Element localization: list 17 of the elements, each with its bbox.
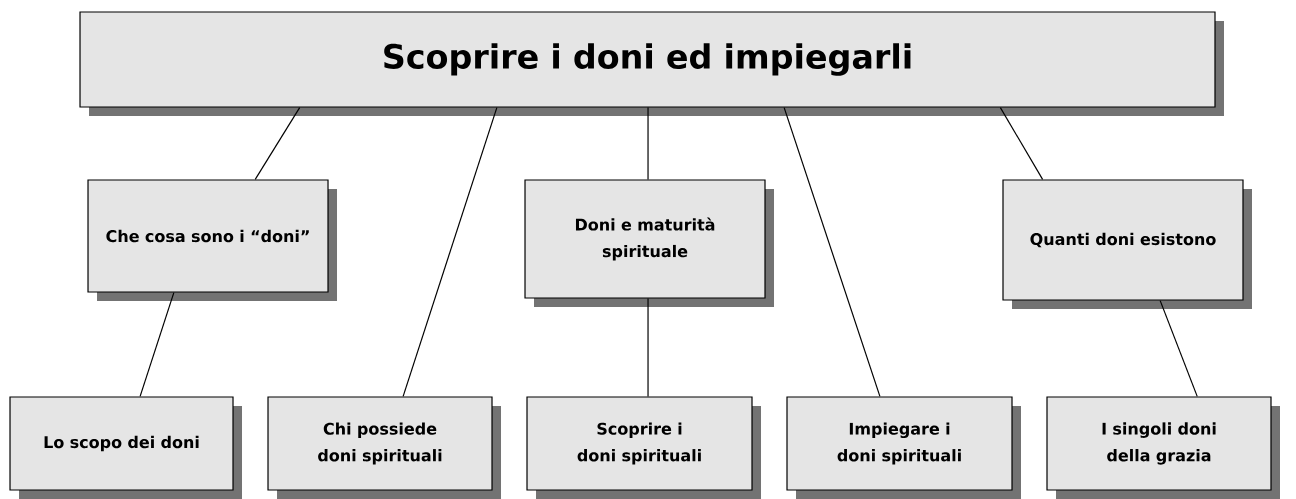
connector-line: [783, 107, 881, 397]
topic-box: Doni e maturità spirituale: [524, 179, 774, 307]
connector-line: [254, 107, 301, 180]
topic-box: Scoprire i doni spirituali: [526, 396, 761, 499]
connector-line: [647, 107, 649, 180]
topic-box: Impiegare i doni spirituali: [786, 396, 1021, 499]
topic-box: Chi possiede doni spirituali: [267, 396, 501, 499]
connector-line: [402, 107, 498, 397]
connector-line: [139, 292, 175, 397]
connector-line: [999, 107, 1044, 180]
topic-box: I singoli doni della grazia: [1046, 396, 1280, 499]
connector-line: [647, 298, 649, 397]
connector-line: [1159, 300, 1198, 397]
topic-box: Quanti doni esistono: [1002, 179, 1252, 309]
topic-box: Lo scopo dei doni: [9, 396, 242, 499]
topic-box: Che cosa sono i “doni”: [87, 179, 337, 301]
title-box: Scoprire i doni ed impiegarli: [79, 11, 1224, 116]
